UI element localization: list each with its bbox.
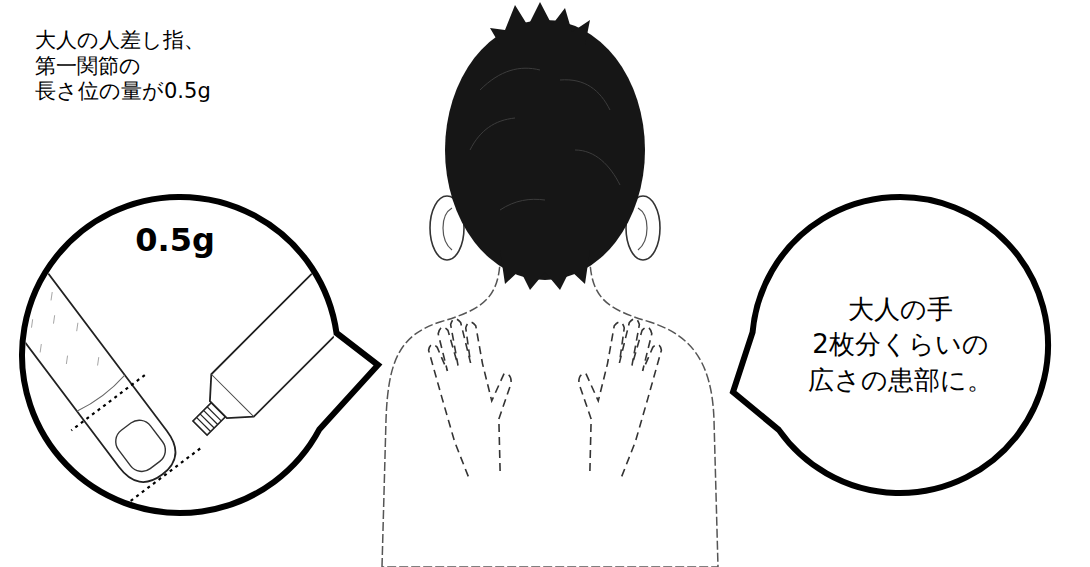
hand-outline — [423, 310, 529, 480]
text-line: 第一関節の — [35, 54, 211, 80]
hand-outline — [561, 310, 667, 480]
text-line: 大人の人差し指、 — [35, 28, 211, 54]
bubble-border — [22, 197, 378, 513]
hair-nape — [500, 250, 590, 290]
speech-bubble: 大人の人差し指、 第一関節の 長さ位の量が0.5g 0.5g — [15, 28, 390, 523]
speech-bubble: 大人の手 2枚分くらいの 広さの患部に。 — [725, 190, 1060, 500]
finger — [0, 230, 200, 504]
bubble-heading: 大人の人差し指、 第一関節の 長さ位の量が0.5g — [35, 28, 211, 105]
bubble-illustration — [0, 230, 384, 504]
bubble-border — [733, 197, 1048, 493]
text-line: 2枚分くらいの — [808, 327, 993, 362]
text-line: 0.5g — [75, 223, 275, 258]
text-line: 長さ位の量が0.5g — [35, 79, 211, 105]
ear-detail — [443, 208, 452, 250]
child-body — [382, 262, 718, 567]
text-line: 広さの患部に。 — [808, 363, 993, 398]
hand-outlines — [423, 310, 666, 480]
text-line: 大人の手 — [808, 292, 993, 327]
hair-texture — [470, 68, 620, 210]
ear-detail — [638, 208, 647, 250]
child-hair — [445, 20, 645, 280]
bubble-text: 0.5g — [75, 223, 275, 258]
bubble-text: 大人の手 2枚分くらいの 広さの患部に。 — [808, 292, 993, 398]
hair-tufts — [490, 2, 590, 45]
